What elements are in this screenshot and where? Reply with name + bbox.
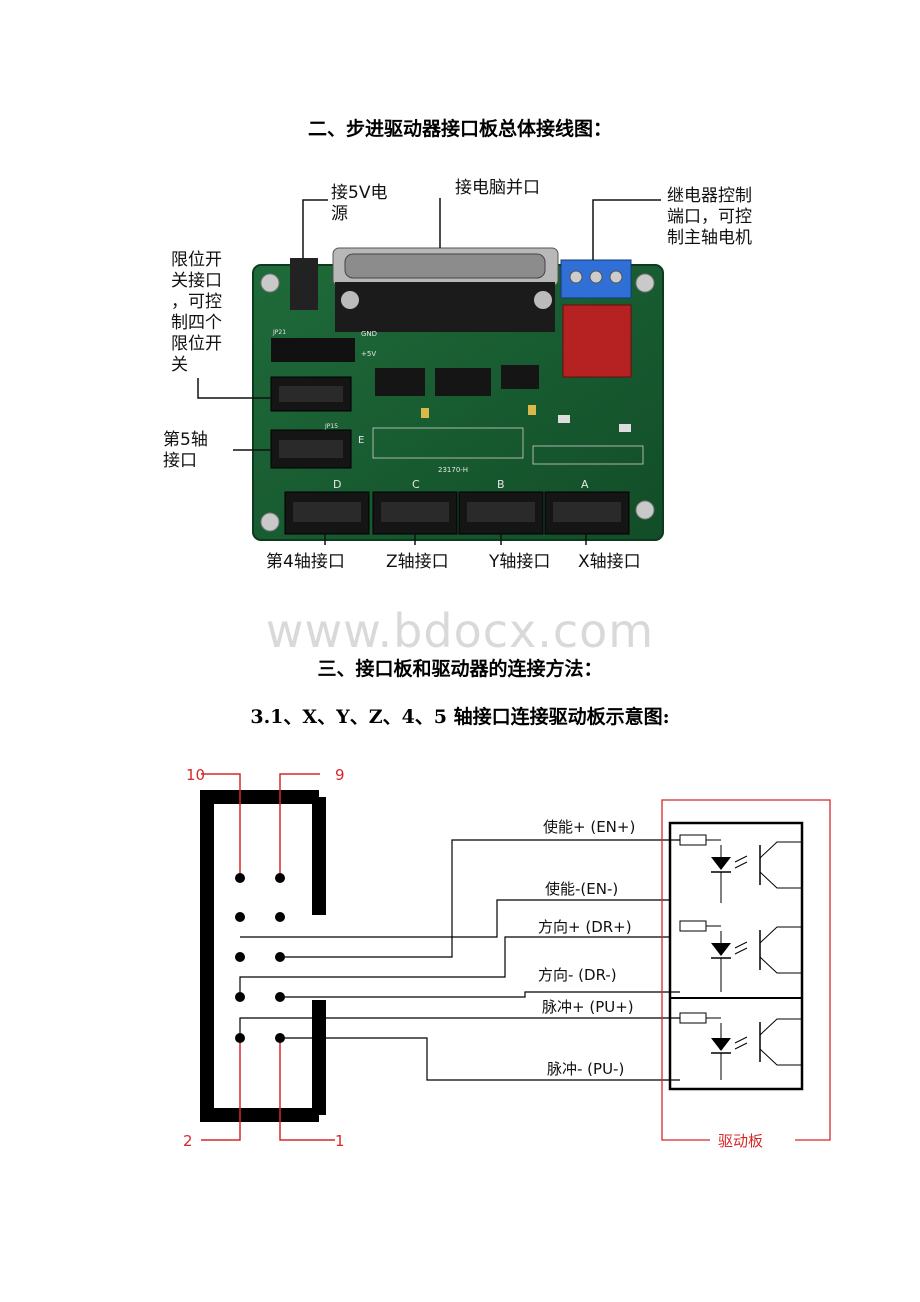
label-relay-line3: 制主轴电机 <box>667 228 752 248</box>
label-en-plus: 使能+ (EN+) <box>543 818 635 836</box>
silk-e: E <box>358 435 364 446</box>
label-pu-minus: 脉冲- (PU-) <box>547 1060 624 1078</box>
label-power-line1: 接5V电 <box>331 183 388 203</box>
label-power-line2: 源 <box>331 204 348 224</box>
label-axis5-line2: 接口 <box>163 451 197 471</box>
label-limit-line5: 限位开 <box>171 334 222 354</box>
silk-jp21: JP21 <box>272 329 286 336</box>
silk-d: D <box>333 478 341 491</box>
pin-10-label: 10 <box>186 766 205 784</box>
pcb-illustration: GND +5V JP21 JP15 E 23170-H D C B A <box>197 198 664 545</box>
silk-5v: +5V <box>361 350 376 358</box>
silk-model: 23170-H <box>438 466 468 474</box>
wiring-diagram: 10 9 2 1 使能+ (EN+) 使能-(EN-) 方向+ (DR+) 方向… <box>165 760 845 1164</box>
silk-b: B <box>497 478 505 491</box>
silk-jp15: JP15 <box>324 423 338 430</box>
wiring-svg: 10 9 2 1 使能+ (EN+) 使能-(EN-) 方向+ (DR+) 方向… <box>183 766 831 1150</box>
section31-heading: 3.1、X、Y、Z、4、5 轴接口连接驱动板示意图: <box>250 706 670 728</box>
label-limit-line6: 关 <box>171 355 188 375</box>
label-axis5-line1: 第5轴 <box>163 430 208 450</box>
label-limit-line4: 制四个 <box>171 313 222 333</box>
silk-a: A <box>581 478 589 491</box>
silk-c: C <box>412 478 420 491</box>
pin-9-label: 9 <box>335 766 345 784</box>
label-limit-line2: 关接口 <box>171 271 222 291</box>
label-axis-z: Z轴接口 <box>386 552 449 572</box>
interface-board-photo: GND +5V JP21 JP15 E 23170-H D C B A <box>153 150 805 612</box>
label-relay-line1: 继电器控制 <box>667 186 752 206</box>
silk-gnd: GND <box>361 330 377 338</box>
label-driver-board: 驱动板 <box>718 1132 763 1150</box>
pin-1-label: 1 <box>335 1132 345 1150</box>
label-axis-y: Y轴接口 <box>489 552 551 572</box>
label-limit-line1: 限位开 <box>171 250 222 270</box>
section2-heading: 二、步进驱动器接口板总体接线图： <box>307 118 612 140</box>
label-dr-plus: 方向+ (DR+) <box>538 918 632 936</box>
label-relay-line2: 端口，可控 <box>667 207 752 227</box>
label-pu-plus: 脉冲+ (PU+) <box>542 998 634 1016</box>
label-axis4: 第4轴接口 <box>266 552 345 572</box>
label-dr-minus: 方向- (DR-) <box>538 966 617 984</box>
label-parallel-port: 接电脑并口 <box>455 178 540 198</box>
pin-2-label: 2 <box>183 1132 193 1150</box>
section3-heading: 三、接口板和驱动器的连接方法： <box>317 658 603 680</box>
label-en-minus: 使能-(EN-) <box>545 880 618 898</box>
label-axis-x: X轴接口 <box>578 552 641 572</box>
watermark: www.bdocx.com <box>265 604 655 658</box>
label-limit-line3: ，可控 <box>171 292 222 312</box>
